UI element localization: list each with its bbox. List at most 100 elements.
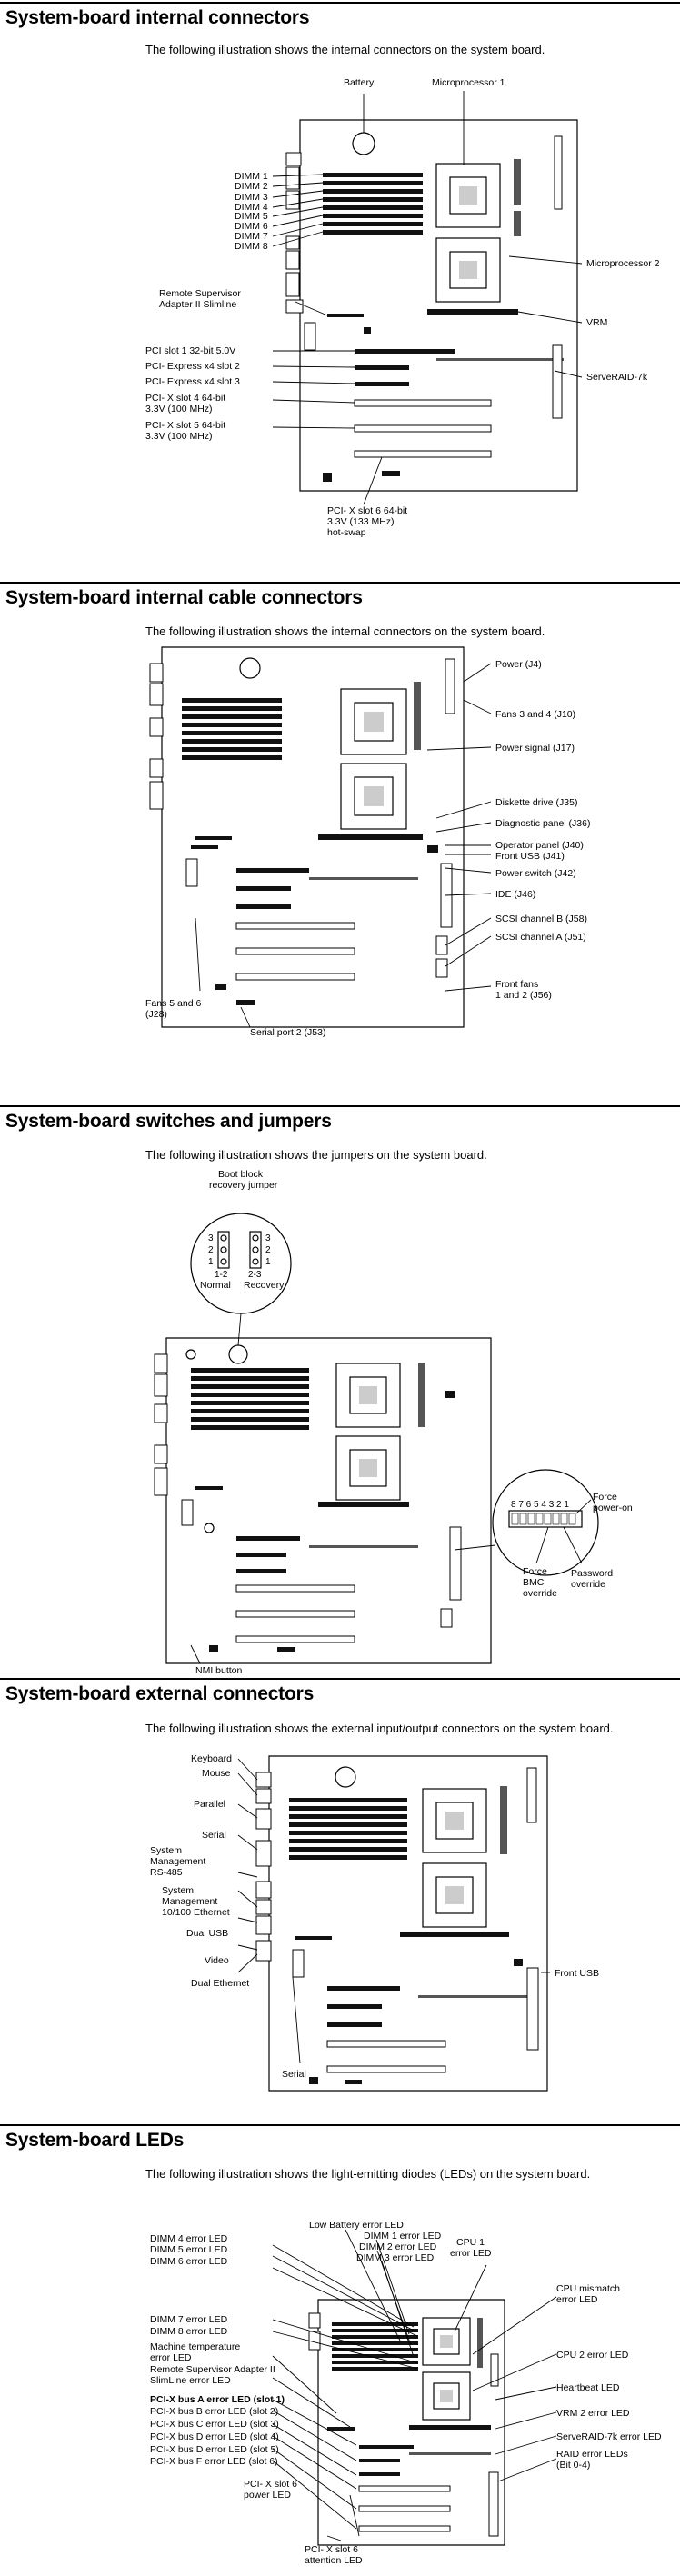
label-dimm-4-error: DIMM 4 error LED: [150, 2233, 228, 2244]
label-scsi-a: SCSI channel A (J51): [495, 932, 586, 943]
dimm-slots-5: [332, 2322, 418, 2371]
label-slot-6-power-line-2: power LED: [244, 2490, 291, 2501]
label-vrm: VRM: [586, 317, 607, 328]
label-system-management-ethernet-line-3: 10/100 Ethernet: [162, 1907, 230, 1918]
switches-jumpers-diagram: Boot block recovery jumper 3 2 1 3 2 1 1…: [154, 1169, 633, 1676]
label-raid-error-leds-line-1: RAID error LEDs: [556, 2449, 628, 2460]
section-rule-5: [0, 2124, 680, 2126]
label-machine-temperature-line-2: error LED: [150, 2352, 192, 2363]
label-pci-express-slot-3: PCI- Express x4 slot 3: [145, 376, 240, 387]
label-front-fans-line-2: 1 and 2 (J56): [495, 990, 552, 1001]
label-raid-error-leds-line-2: (Bit 0-4): [556, 2460, 590, 2471]
label-pins-normal: 1-2: [215, 1270, 228, 1280]
label-recovery: Recovery: [244, 1280, 285, 1291]
label-slot-6-attention-line-2: attention LED: [305, 2555, 363, 2566]
label-pci-slot-1: PCI slot 1 32-bit 5.0V: [145, 345, 235, 356]
label-dimm-6: DIMM 6: [235, 221, 268, 232]
label-pci-x-slot-6-line-3: hot-swap: [327, 527, 366, 538]
label-serial-bottom: Serial: [282, 2069, 306, 2080]
label-cpu-1-line-2: error LED: [450, 2248, 492, 2259]
label-boot-block-line-2: recovery jumper: [209, 1180, 278, 1191]
label-dimm-3: DIMM 3: [235, 192, 268, 203]
label-pin-1-recovery: 1: [265, 1257, 271, 1267]
pci-express-slot-2: [355, 365, 409, 370]
label-pci-x-slot-6-line-2: 3.3V (133 MHz): [327, 516, 395, 527]
label-diskette-drive: Diskette drive (J35): [495, 797, 577, 808]
label-system-management-ethernet-line-2: Management: [162, 1896, 217, 1907]
label-dimm-3-error: DIMM 3 error LED: [356, 2252, 435, 2263]
pci-x-slot-4: [354, 399, 492, 407]
dimm-slots-3: [191, 1368, 309, 1430]
label-cpu-1-line-1: CPU 1: [456, 2237, 485, 2248]
label-pin-2-recovery: 2: [265, 1245, 271, 1255]
label-pin-3-recovery: 3: [265, 1233, 271, 1243]
label-dimm-8-error: DIMM 8 error LED: [150, 2326, 228, 2337]
label-pci-x-bus-a: PCI-X bus A error LED (slot 1): [150, 2394, 285, 2405]
label-machine-temperature-line-1: Machine temperature: [150, 2341, 240, 2352]
dimm-slots-2: [182, 698, 282, 760]
section-title-internal-connectors: System-board internal connectors: [5, 7, 310, 28]
label-power-j4: Power (J4): [495, 659, 542, 670]
label-dimm-5: DIMM 5: [235, 211, 268, 222]
label-rsa-line-1: Remote Supervisor: [159, 288, 241, 299]
label-pin-3-normal: 3: [208, 1233, 214, 1243]
dimm-slots-4: [289, 1798, 407, 1860]
label-front-fans-line-1: Front fans: [495, 979, 538, 990]
section-title-leds: System-board LEDs: [5, 2130, 185, 2151]
label-dimm-1-error: DIMM 1 error LED: [364, 2231, 442, 2242]
section-rule-4: [0, 1678, 680, 1680]
section-intro-internal-cable-connectors: The following illustration shows the int…: [145, 624, 545, 638]
label-pci-x-slot-4-line-1: PCI- X slot 4 64-bit: [145, 393, 225, 404]
label-dimm-7: DIMM 7: [235, 231, 268, 242]
section-title-internal-cable-connectors: System-board internal cable connectors: [5, 587, 363, 608]
label-dimm-5-error: DIMM 5 error LED: [150, 2244, 228, 2255]
system-board-outline: [299, 119, 578, 492]
label-dimm-8: DIMM 8: [235, 241, 268, 252]
label-pci-x-slot-4-line-2: 3.3V (100 MHz): [145, 404, 213, 414]
label-force-bmc-line-2: BMC: [523, 1577, 545, 1588]
label-serial: Serial: [202, 1830, 226, 1841]
label-pci-express-slot-2: PCI- Express x4 slot 2: [145, 361, 240, 372]
section-rule-2: [0, 582, 680, 584]
label-nmi-button: NMI button: [195, 1665, 243, 1676]
label-vrm-2-error: VRM 2 error LED: [556, 2408, 630, 2419]
label-dimm-2-error: DIMM 2 error LED: [359, 2242, 437, 2252]
label-password-override-line-2: override: [571, 1579, 605, 1590]
label-force-power-on-line-1: Force: [593, 1492, 617, 1503]
label-pci-x-slot-6-line-1: PCI- X slot 6 64-bit: [327, 505, 407, 516]
label-dimm-1: DIMM 1: [235, 171, 268, 182]
section-title-switches-jumpers: System-board switches and jumpers: [5, 1111, 332, 1132]
pci-express-slot-3: [355, 382, 409, 386]
pci-slot-1: [355, 349, 455, 354]
section-intro-internal-connectors: The following illustration shows the int…: [145, 43, 545, 56]
microprocessor-1-socket: [435, 163, 501, 228]
label-heartbeat: Heartbeat LED: [556, 2382, 620, 2393]
section-rule-3: [0, 1105, 680, 1107]
label-operator-panel: Operator panel (J40): [495, 840, 584, 851]
switch-block: [508, 1510, 583, 1528]
section-rule-1: [0, 2, 680, 4]
vrm-connector: [427, 309, 518, 315]
label-dual-ethernet: Dual Ethernet: [191, 1978, 249, 1989]
label-rsa-line-2: Adapter II Slimline: [159, 299, 236, 310]
section-intro-external-connectors: The following illustration shows the ext…: [145, 1722, 614, 1735]
label-front-usb: Front USB: [555, 1968, 599, 1979]
label-front-usb: Front USB (J41): [495, 851, 565, 862]
label-cpu-mismatch-line-1: CPU mismatch: [556, 2283, 620, 2294]
label-system-management-line-2: Management: [150, 1856, 205, 1867]
label-pci-x-slot-5-line-1: PCI- X slot 5 64-bit: [145, 420, 225, 431]
label-pin-1-normal: 1: [208, 1257, 214, 1267]
label-diagnostic-panel: Diagnostic panel (J36): [495, 818, 590, 829]
section-intro-switches-jumpers: The following illustration shows the jum…: [145, 1148, 487, 1162]
label-dimm-2: DIMM 2: [235, 181, 268, 192]
label-keyboard: Keyboard: [191, 1753, 232, 1764]
label-force-bmc-line-1: Force: [523, 1566, 547, 1577]
label-ide: IDE (J46): [495, 889, 535, 900]
label-serial-port-2: Serial port 2 (J53): [250, 1027, 325, 1038]
label-dimm-7-error: DIMM 7 error LED: [150, 2314, 228, 2325]
microprocessor-2-socket: [435, 237, 501, 303]
label-system-management-line-3: RS-485: [150, 1867, 183, 1878]
pci-x-slot-6: [354, 450, 492, 458]
label-parallel: Parallel: [194, 1799, 225, 1810]
label-pins-recovery: 2-3: [248, 1270, 262, 1280]
